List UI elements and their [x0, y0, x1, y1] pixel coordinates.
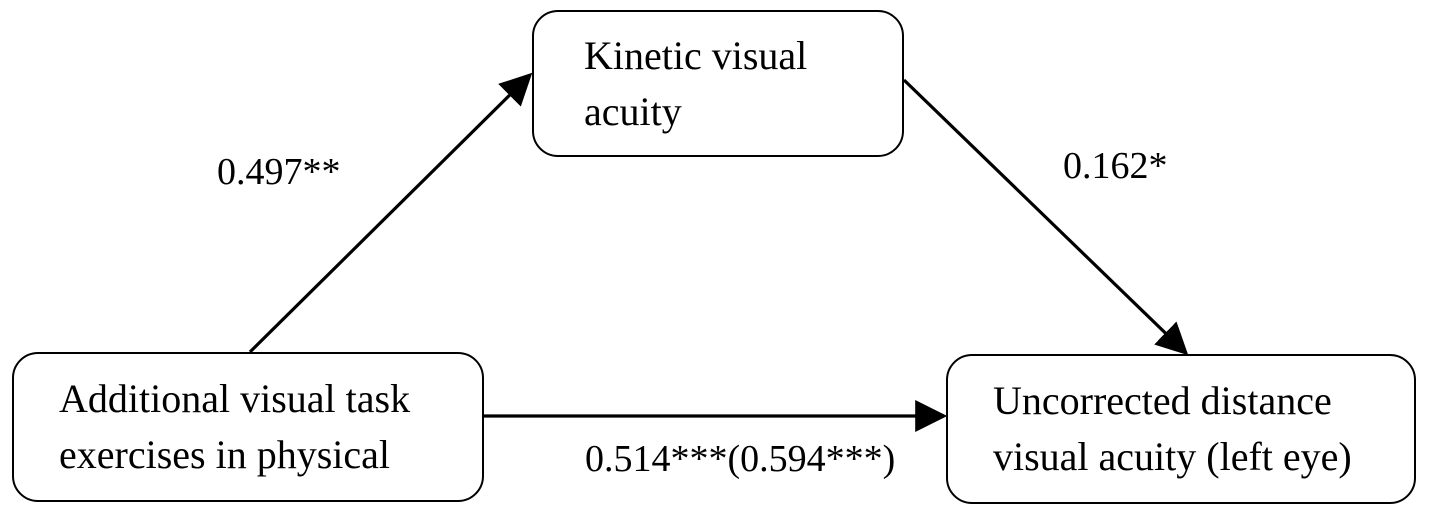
path-b-coefficient: 0.162*	[1063, 145, 1168, 187]
path-a-coefficient: 0.497**	[217, 151, 341, 193]
predictor-box: Additional visual task exercises in phys…	[12, 352, 484, 502]
mediator-label-line1: Kinetic visual	[584, 32, 808, 78]
outcome-box: Uncorrected distance visual acuity (left…	[946, 354, 1416, 504]
arrow-mediator-to-outcome	[902, 78, 1189, 356]
path-c-coefficient: 0.514***(0.594***)	[585, 438, 896, 480]
mediator-box: Kinetic visual acuity	[532, 10, 904, 157]
outcome-label-line2: visual acuity (left eye)	[993, 434, 1352, 479]
mediator-label-line2: acuity	[584, 88, 682, 134]
predictor-label-line1: Additional visual task	[59, 376, 411, 421]
predictor-label-line2: exercises in physical	[59, 432, 390, 477]
arrow-predictor-to-mediator	[248, 72, 533, 354]
outcome-label-line1: Uncorrected distance	[993, 378, 1332, 423]
